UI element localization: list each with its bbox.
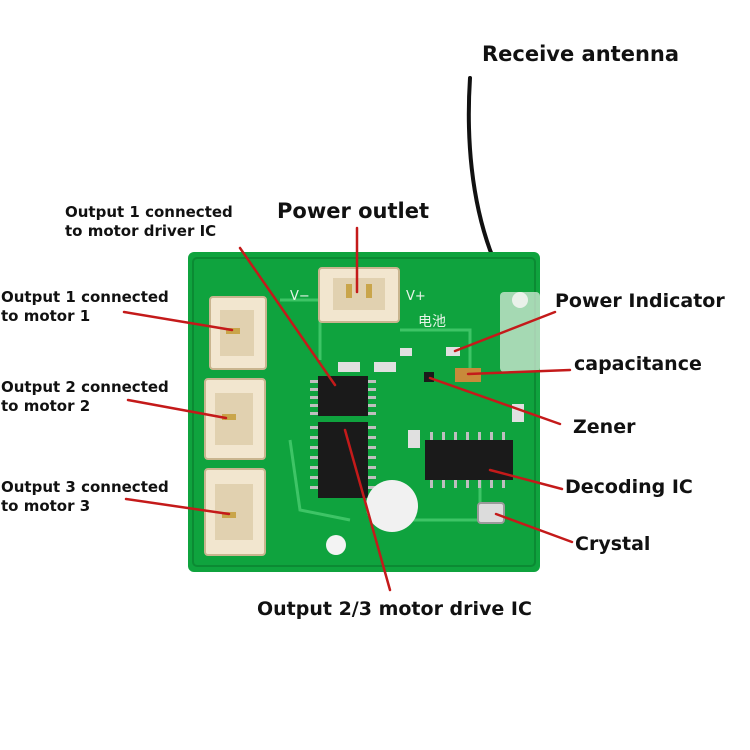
label-output1-driver-ic-line1: Output 1 connected <box>65 203 233 221</box>
leader-output2-motor <box>126 398 228 420</box>
leader-output1-driver-ic <box>238 246 337 387</box>
label-output3-motor-line1: Output 3 connected <box>1 478 169 496</box>
smd-part <box>374 362 396 372</box>
label-output3-motor: Output 3 connected to motor 3 <box>1 478 169 516</box>
label-crystal: Crystal <box>575 533 651 555</box>
round-component <box>366 480 418 532</box>
trace <box>400 328 472 380</box>
label-capacitance: capacitance <box>574 353 702 375</box>
zener-diode <box>424 372 434 382</box>
leader-capacitance <box>466 368 572 376</box>
leader-decoding-ic <box>488 468 564 491</box>
label-output1-driver-ic-line2: to motor driver IC <box>65 221 217 240</box>
output3-connector <box>204 468 266 556</box>
crystal-component <box>477 502 505 524</box>
label-output1-motor-line2: to motor 1 <box>1 306 91 325</box>
label-zener: Zener <box>573 416 636 438</box>
label-output1-motor: Output 1 connected to motor 1 <box>1 288 169 326</box>
leader-output23-drive-ic <box>343 428 392 592</box>
smd-part <box>338 362 360 372</box>
antenna-pad <box>500 292 540 372</box>
label-output2-motor-line2: to motor 2 <box>1 396 91 415</box>
decoding-ic <box>425 432 513 488</box>
label-power-outlet: Power outlet <box>277 199 430 223</box>
label-output2-motor: Output 2 connected to motor 2 <box>1 378 169 416</box>
label-output3-motor-line2: to motor 3 <box>1 496 91 515</box>
mount-hole <box>326 535 346 555</box>
power-led <box>446 347 460 356</box>
silk-battery: 电池 <box>418 314 446 330</box>
output2-connector <box>204 378 266 460</box>
power-connector <box>318 267 400 323</box>
label-output2-motor-line1: Output 2 connected <box>1 378 169 396</box>
leader-zener <box>428 376 562 426</box>
label-output23-drive-ic: Output 2/3 motor drive IC <box>257 598 532 620</box>
label-output1-motor-line1: Output 1 connected <box>1 288 169 306</box>
output1-connector <box>209 296 267 370</box>
leader-output1-motor <box>122 310 234 332</box>
label-power-indicator: Power Indicator <box>555 290 725 312</box>
label-receive-antenna: Receive antenna <box>482 42 680 66</box>
motor-driver-ic-2 <box>310 422 376 498</box>
leader-crystal <box>494 512 574 544</box>
leader-power-indicator <box>453 310 557 353</box>
label-decoding-ic: Decoding IC <box>565 476 693 498</box>
leader-output3-motor <box>124 497 231 516</box>
motor-driver-ic-1 <box>310 376 376 416</box>
trace <box>288 439 351 522</box>
silk-v-minus: V− <box>290 289 310 304</box>
smd-part <box>400 348 412 356</box>
smd-part <box>408 430 420 448</box>
silk-v-plus: V+ <box>406 289 426 304</box>
label-output1-driver-ic: Output 1 connected to motor driver IC <box>65 203 233 241</box>
